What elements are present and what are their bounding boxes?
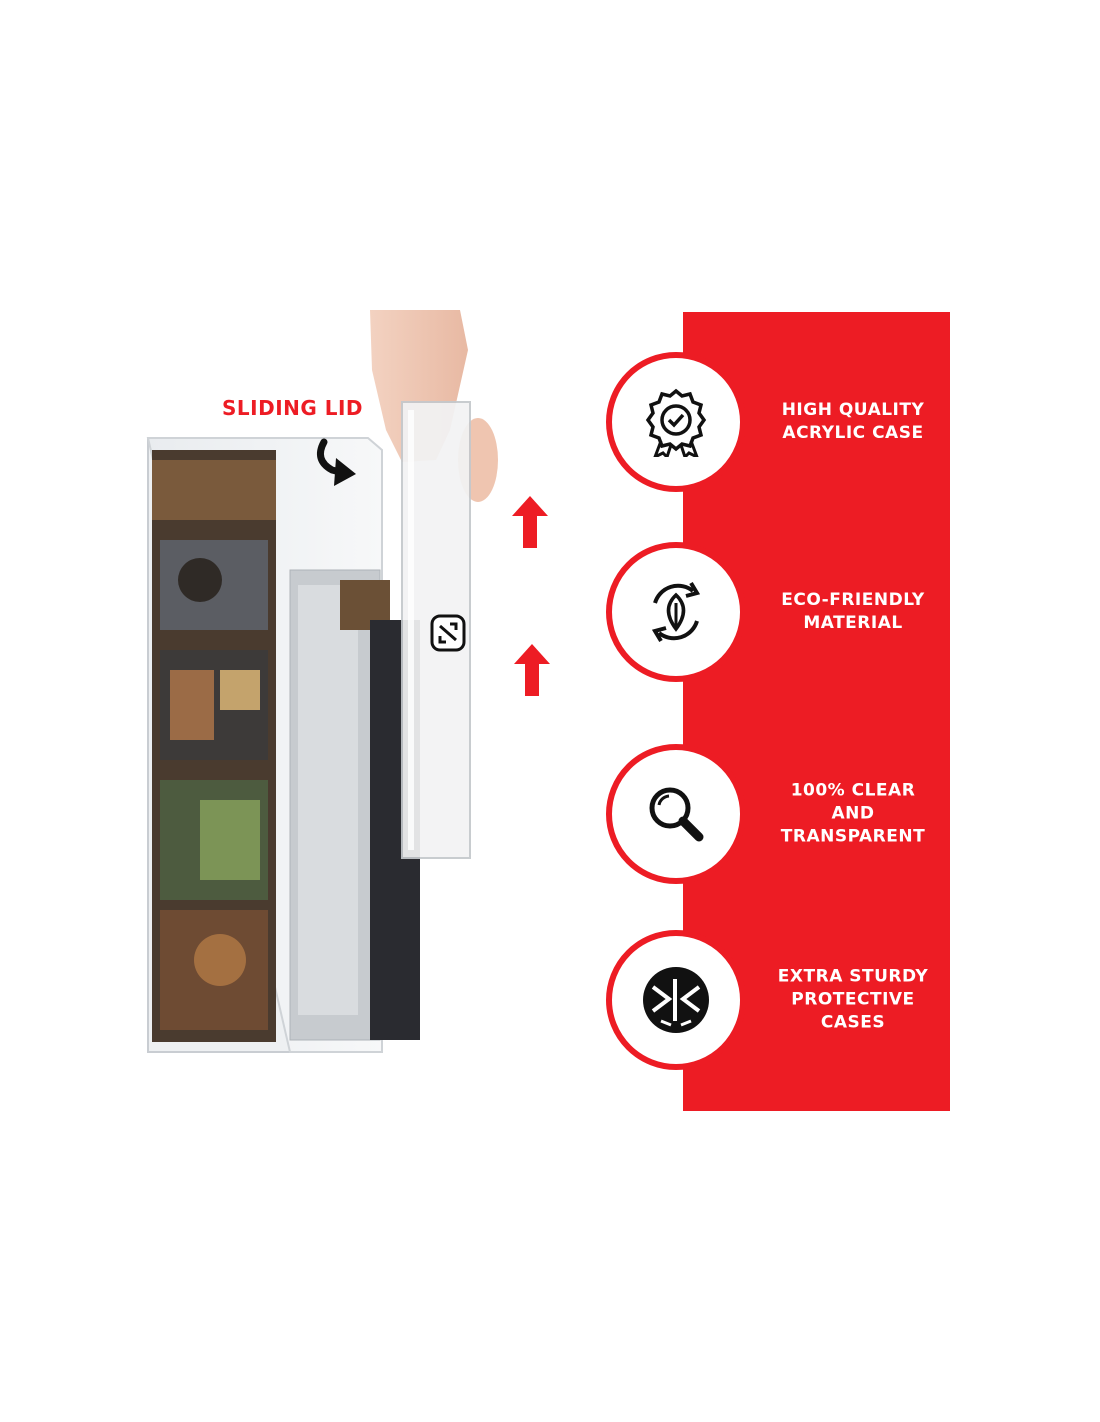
feature-sturdy: EXTRA STURDY PROTECTIVE CASES	[606, 930, 950, 1070]
feature-icon-circle	[606, 744, 746, 884]
curved-arrow-icon	[316, 438, 356, 486]
feature-label: HIGH QUALITY ACRYLIC CASE	[771, 399, 935, 445]
feature-label: EXTRA STURDY PROTECTIVE CASES	[771, 966, 935, 1035]
sliding-lid-label: SLIDING LID	[222, 396, 364, 420]
feature-high-quality: HIGH QUALITY ACRYLIC CASE	[606, 352, 950, 492]
feature-icon-circle	[606, 352, 746, 492]
product-photo	[140, 310, 580, 1110]
label-line: ACRYLIC CASE	[782, 423, 924, 443]
up-arrow-icon	[512, 496, 548, 548]
feature-label: 100% CLEAR AND TRANSPARENT	[771, 780, 935, 849]
arrows-sturdy-icon	[643, 967, 709, 1033]
up-arrow-icon	[514, 644, 550, 696]
feature-clear: 100% CLEAR AND TRANSPARENT	[606, 744, 950, 884]
label-line: CASES	[820, 1012, 886, 1033]
label-line: 100% CLEAR AND	[790, 780, 916, 824]
feature-icon-circle	[606, 930, 746, 1070]
label-line: HIGH QUALITY	[781, 400, 925, 420]
feature-label: ECO-FRIENDLY MATERIAL	[771, 589, 935, 635]
label-line: ECO-FRIENDLY	[781, 590, 925, 610]
feature-icon-circle	[606, 542, 746, 682]
label-line: TRANSPARENT	[780, 826, 926, 847]
label-line: EXTRA STURDY	[777, 966, 929, 987]
label-line: MATERIAL	[803, 613, 903, 633]
magnifier-icon	[649, 787, 704, 842]
label-line: PROTECTIVE	[791, 989, 915, 1010]
acrylic-case-illustration	[146, 310, 498, 1053]
recycle-leaf-icon	[651, 581, 701, 643]
award-ribbon-icon	[645, 388, 707, 457]
feature-eco-friendly: ECO-FRIENDLY MATERIAL	[606, 542, 950, 682]
